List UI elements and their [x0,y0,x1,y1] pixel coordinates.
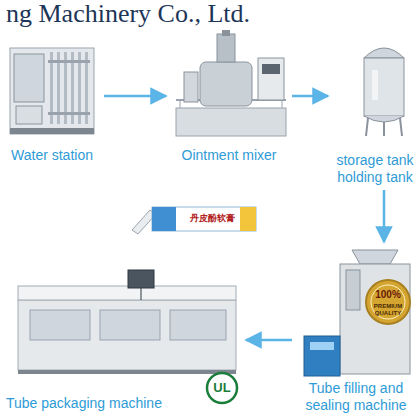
ointment-mixer-illustration [176,30,286,136]
flow-arrow [104,95,166,98]
flow-arrow [383,190,386,242]
step-caption: Water station [4,147,100,164]
badge-text: PREMIUM [374,303,402,310]
step-caption: Ointment mixer [170,147,288,164]
badge-text: 100% [375,289,401,300]
machine-step: Water station [4,36,100,164]
ul-logo-text: UL [213,381,230,395]
step-caption: Tube packaging machine [6,395,242,412]
machine-step: Tube packaging machine [6,266,242,412]
company-watermark: ng Machinery Co., Ltd. [6,0,250,29]
machine-step: Ointment mixer [170,28,288,164]
step-caption: storage tank holding tank [332,152,418,186]
badge-text: QUALITY [375,310,401,317]
tube-packaging-machine-illustration [18,270,236,374]
storage-tank-illustration [364,48,404,136]
ul-logo [207,373,237,403]
flow-arrow [246,339,292,342]
step-caption: Tube filling and sealing machine [296,380,416,414]
carton-text: 丹皮酚软膏 [190,214,235,224]
water-station-illustration [10,48,94,134]
machine-step: storage tank holding tank [332,36,418,186]
machine-step: Tube filling and sealing machine [296,246,416,414]
flow-arrow [292,95,328,98]
tube-carton-illustration [132,207,256,234]
tube-filling-machine-illustration [304,250,410,376]
